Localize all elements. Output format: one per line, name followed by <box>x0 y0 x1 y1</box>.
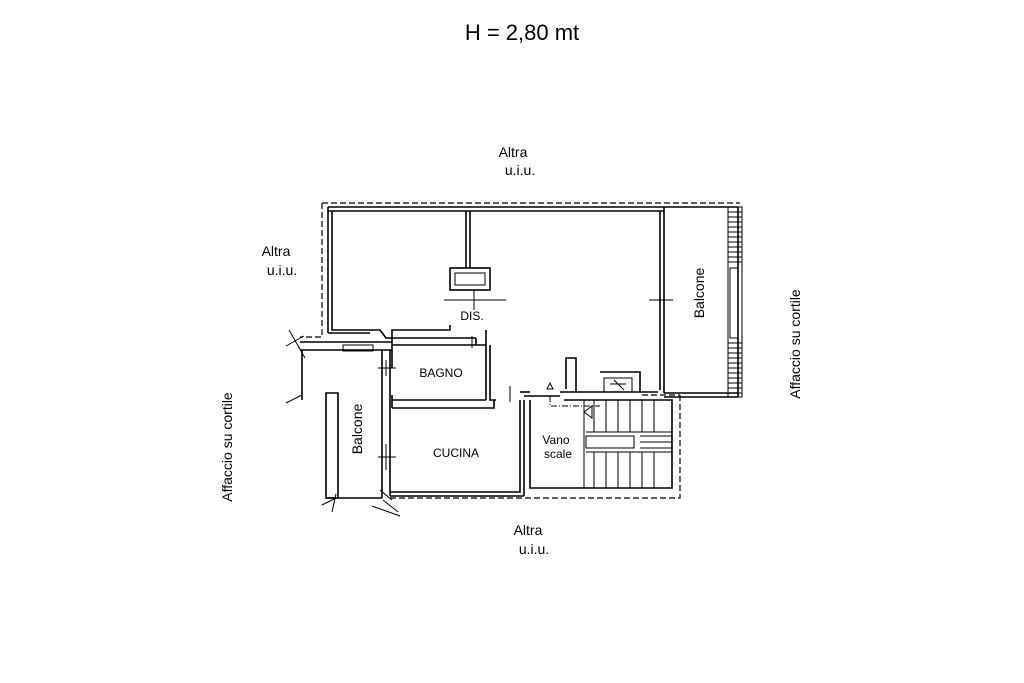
room-label-dis: DIS. <box>460 309 483 323</box>
interior-walls <box>391 211 673 489</box>
room-label-balcone-right: Balcone <box>691 267 707 318</box>
staircase <box>546 381 672 488</box>
room-label-vano-2: scale <box>544 447 572 461</box>
utility-box <box>603 377 633 393</box>
neighbor-top-label-1: Altra <box>499 144 528 160</box>
neighbor-left-label-2: u.i.u. <box>267 262 297 278</box>
window-markers <box>378 270 673 470</box>
neighbor-bottom-label-1: Altra <box>514 522 543 538</box>
room-label-balcone-left: Balcone <box>349 403 365 454</box>
courtyard-left-label: Affaccio su cortile <box>219 392 235 502</box>
neighbor-bottom-label-2: u.i.u. <box>519 541 549 557</box>
right-balcony-railing <box>727 206 743 398</box>
exterior-walls <box>300 206 739 499</box>
height-label: H = 2,80 mt <box>465 20 579 45</box>
neighbor-top-label-2: u.i.u. <box>505 162 535 178</box>
property-boundary <box>300 202 740 499</box>
room-label-cucina: CUCINA <box>433 446 479 460</box>
room-label-bagno: BAGNO <box>419 366 462 380</box>
neighbor-left-label-1: Altra <box>262 243 291 259</box>
cut-marks <box>285 329 401 517</box>
room-label-vano-1: Vano <box>542 433 569 447</box>
courtyard-right-label: Affaccio su cortile <box>787 289 803 399</box>
